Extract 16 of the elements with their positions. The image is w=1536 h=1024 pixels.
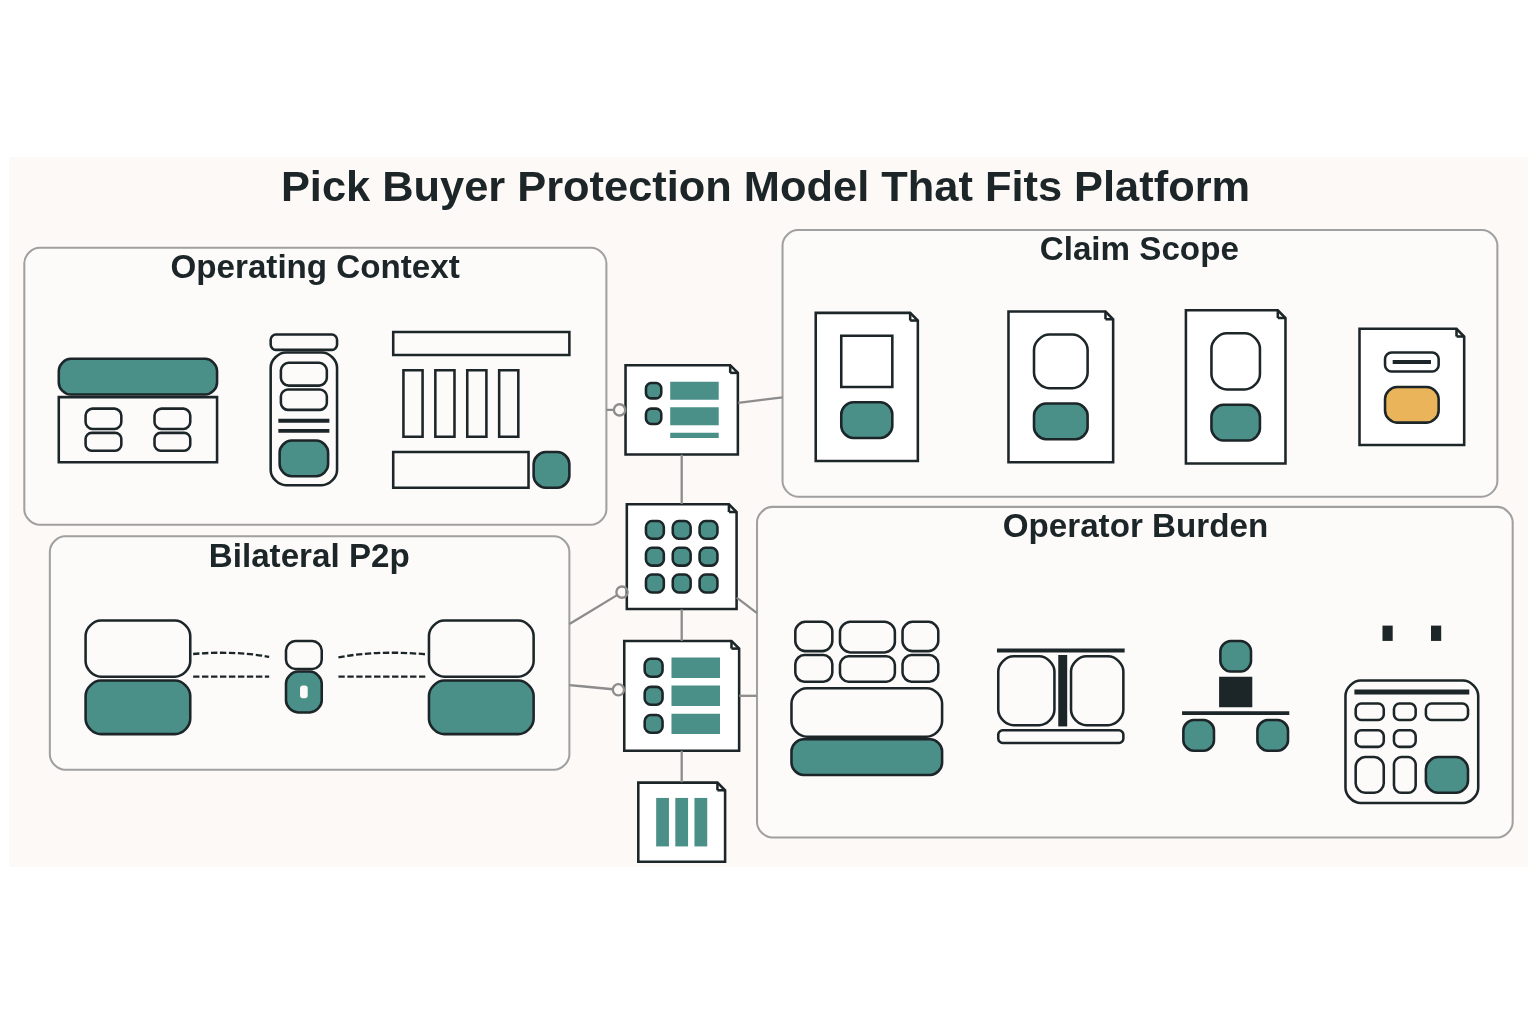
cluster: Operating Context (22, 246, 607, 526)
diagram-title: Pick Buyer Protection Model That Fits Platform (280, 161, 1250, 210)
cluster: Claim Scope (781, 228, 1498, 498)
connector (337, 675, 426, 678)
connector (568, 585, 629, 625)
connector (192, 675, 269, 678)
connector (680, 609, 683, 641)
connector (568, 683, 625, 697)
cluster: Bilateral P2p (48, 535, 570, 771)
connector (680, 750, 683, 783)
connector (735, 596, 758, 615)
connector (737, 396, 783, 405)
cluster: Operator Burden (755, 505, 1514, 839)
connector (680, 454, 683, 504)
connector (192, 651, 269, 659)
connector (337, 651, 426, 659)
